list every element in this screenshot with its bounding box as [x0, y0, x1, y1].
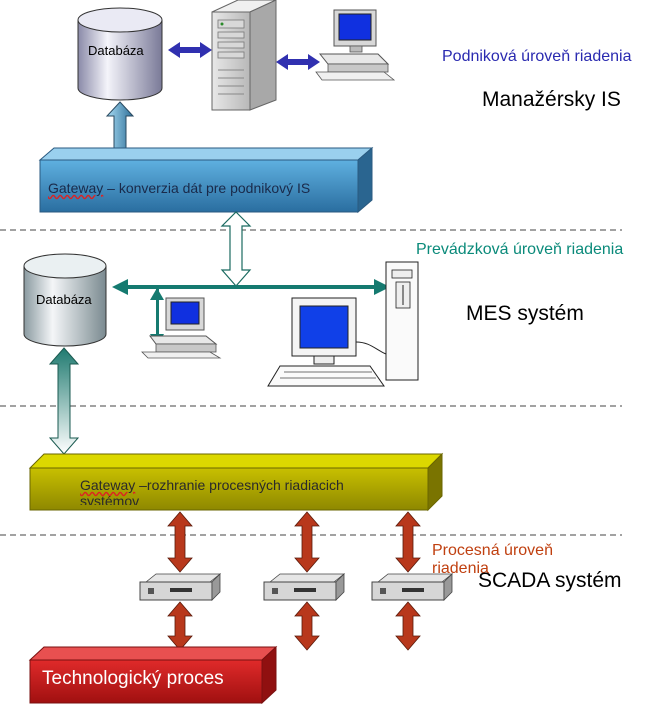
server-tower — [211, 0, 277, 111]
server-workstation-arrow — [276, 54, 320, 70]
operations-level-label: Prevádzková úroveň riadenia — [416, 241, 624, 258]
database-label-1: Databáza — [88, 43, 144, 58]
process-level-label: Procesná úroveň riadenia — [432, 542, 553, 578]
scada-unit — [263, 573, 346, 601]
gateway1-rest: – konverzia dát pre podnikový IS — [103, 180, 311, 196]
process-box — [28, 645, 278, 705]
database-cylinder-2 — [23, 253, 107, 347]
gateway1-mes-arrow — [220, 211, 252, 287]
enterprise-system-label: Manažérsky IS — [482, 88, 621, 111]
workstation-computer — [315, 9, 396, 81]
scada-unit — [371, 573, 454, 601]
gateway1-label: Gateway – konverzia dát pre podnikový IS — [48, 180, 310, 196]
enterprise-level-label: Podniková úroveň riadenia — [442, 48, 632, 65]
db-server-arrow — [168, 42, 212, 58]
process-box-label: Technologický proces — [42, 668, 224, 689]
database-cylinder-1 — [77, 7, 163, 101]
red-arrows-lower — [167, 601, 421, 651]
gateway2-box — [28, 452, 444, 512]
gateway2-label: Gateway –rozhranie procesných riadiacich… — [80, 477, 400, 505]
db2-gateway2-arrow — [48, 347, 80, 455]
gateway1-box — [38, 146, 374, 214]
gateway2-prefix: Gateway — [80, 477, 136, 493]
database-label-2: Databáza — [36, 292, 92, 307]
red-arrows-upper — [167, 511, 421, 573]
process-system-label: SCADA systém — [478, 569, 622, 592]
gateway2-rest: –rozhranie procesných riadiacich systémo… — [80, 477, 344, 505]
gateway1-prefix: Gateway — [48, 180, 104, 196]
operations-system-label: MES systém — [466, 302, 584, 325]
workstation-computer-2 — [141, 297, 222, 359]
scada-unit — [139, 573, 222, 601]
mes-workstation — [267, 261, 419, 387]
